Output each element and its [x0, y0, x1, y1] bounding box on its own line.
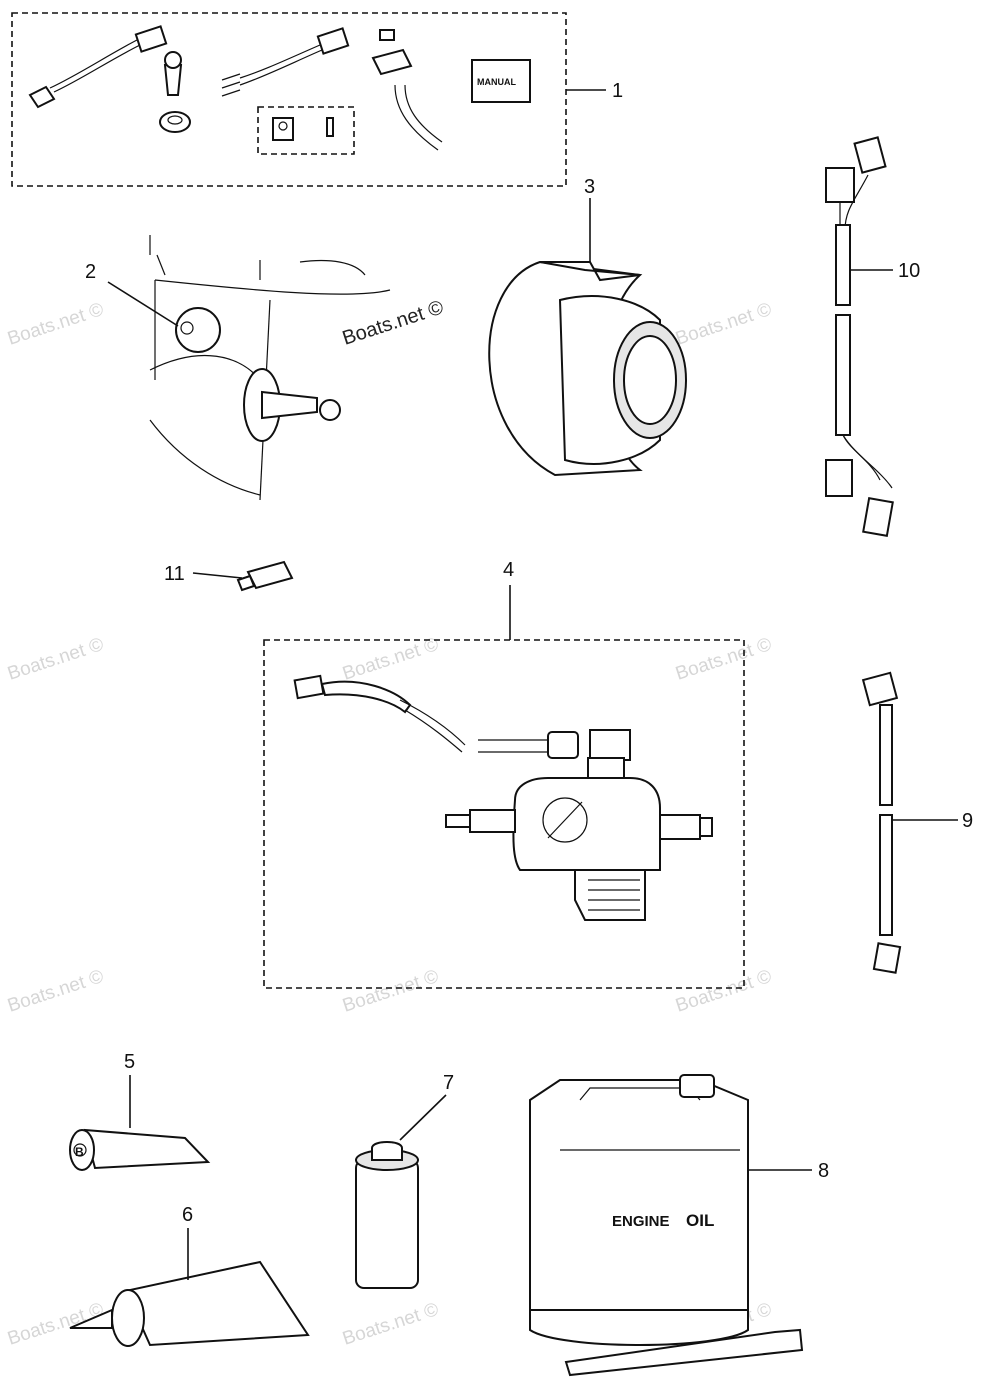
watermark: Boats.net © [673, 966, 774, 1017]
item-9-cable: 9 [861, 671, 973, 974]
callout-1: 1 [612, 80, 623, 102]
engine-oil-label-b: OIL [686, 1211, 714, 1230]
callout-9: 9 [962, 810, 973, 832]
item-11-fitting: 11 [164, 560, 294, 592]
item-7-can: 7 [355, 1072, 454, 1289]
callout-6: 6 [182, 1204, 193, 1226]
callout-5: 5 [124, 1051, 135, 1073]
item-6-tube: 6 [69, 1204, 310, 1347]
item-2-assembly: 2 [85, 235, 391, 501]
item-10-harness: 10 [825, 136, 920, 537]
callout-10: 10 [898, 260, 920, 282]
callout-11: 11 [164, 563, 185, 585]
item-8-oil-jug: ENGINE OIL 8 [529, 1074, 829, 1377]
watermark: Boats.net © [673, 634, 774, 685]
watermark: Boats.net © [5, 966, 106, 1017]
watermark: Boats.net © [340, 966, 441, 1017]
engine-oil-label-a: ENGINE [612, 1213, 670, 1230]
watermark: Boats.net © [340, 1299, 441, 1350]
item-3-housing: 3 [488, 176, 687, 477]
item-1-kit: MANUAL 1 [11, 12, 623, 187]
tube-letter: B [75, 1145, 84, 1159]
callout-4: 4 [503, 559, 514, 581]
manual-label: MANUAL [477, 77, 516, 87]
watermark: Boats.net © [340, 634, 441, 685]
watermark: Boats.net © [5, 634, 106, 685]
callout-2: 2 [85, 261, 96, 283]
watermark-dark: Boats.net © [340, 296, 447, 349]
callout-3: 3 [584, 176, 595, 198]
callout-7: 7 [443, 1072, 454, 1094]
watermark: Boats.net © [673, 299, 774, 350]
callout-8: 8 [818, 1160, 829, 1182]
item-4-pump: 4 [263, 559, 745, 989]
watermark: Boats.net © [5, 299, 106, 350]
item-5-tube: B 5 [69, 1051, 211, 1171]
